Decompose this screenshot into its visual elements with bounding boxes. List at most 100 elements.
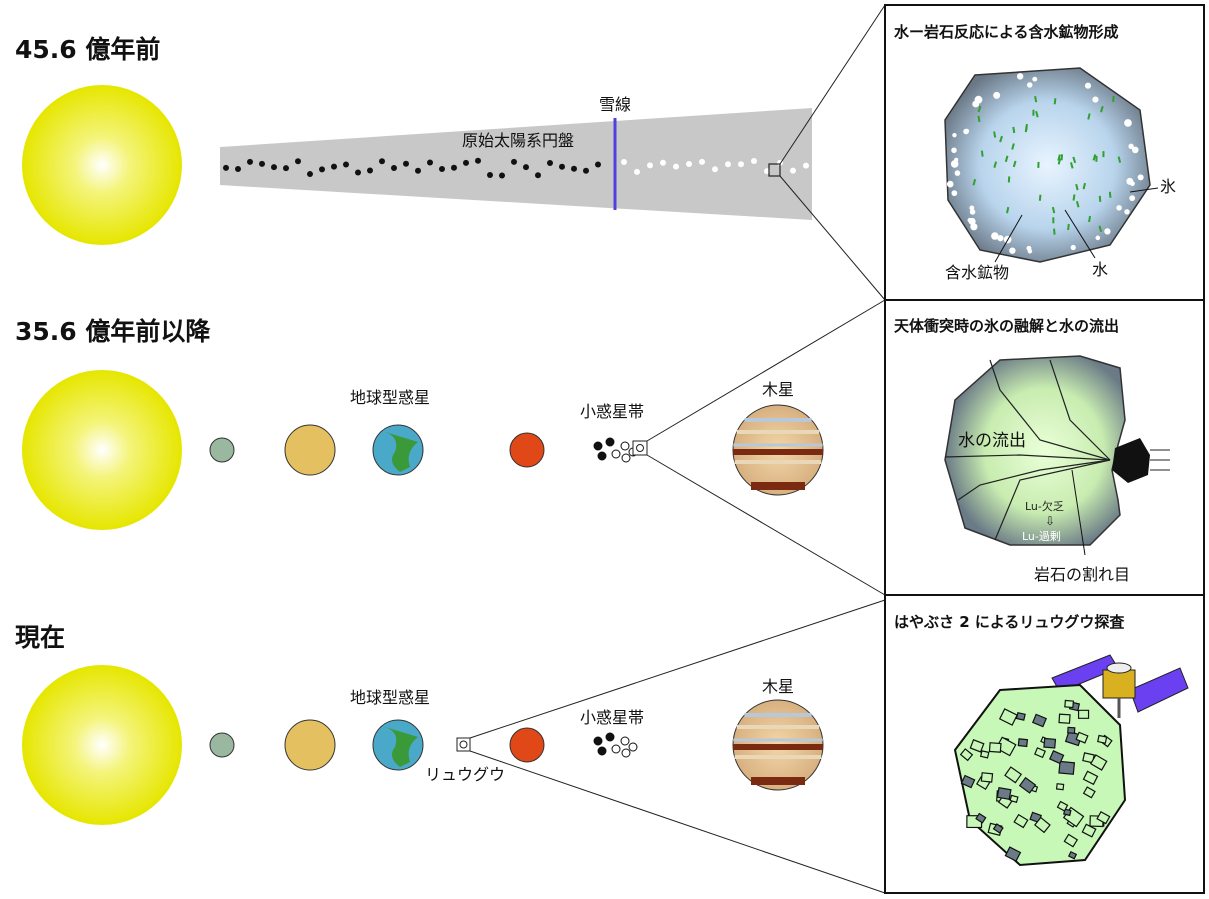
rock-particle: [307, 171, 313, 178]
rock-particle: [331, 163, 337, 170]
rock-particle: [559, 163, 565, 170]
era-label-3: 現在: [15, 623, 65, 652]
zoom-line: [646, 454, 886, 596]
venus: [284, 424, 336, 476]
rock-particle: [235, 165, 241, 172]
disk-label: 原始太陽系円盤: [462, 131, 574, 150]
rock-particle: [295, 158, 301, 165]
panel-impact-melting-outflow: 天体衝突時の氷の融解と水の流出 水の流出 Lu-欠乏 ⇩ Lu-過剰 岩石の割れ…: [884, 299, 1205, 596]
jupiter-label: 木星: [762, 380, 794, 399]
rock-particle: [439, 165, 445, 172]
ice-particle: [803, 162, 809, 169]
rock-particle: [499, 172, 505, 179]
lu-depleted-label: Lu-欠乏: [1025, 499, 1064, 513]
terrestrial-label: 地球型惑星: [350, 388, 430, 407]
rock-particle: [583, 167, 589, 174]
hayabusa2-spacecraft-icon: [1051, 654, 1189, 718]
ryugu-label: リュウグウ: [425, 765, 505, 784]
ice-particle: [660, 159, 666, 166]
asteroid: [620, 441, 630, 451]
sun: [22, 370, 182, 530]
asteroid: [621, 748, 631, 758]
rock-particle: [463, 159, 469, 166]
zoom-line: [779, 175, 886, 301]
rock-particle: [535, 172, 541, 179]
rock-particle: [595, 161, 601, 168]
rock-particle: [223, 164, 229, 171]
asteroid: [621, 453, 631, 463]
ice-particle: [673, 163, 679, 170]
zoom-line: [646, 299, 886, 442]
asteroid: [628, 742, 638, 752]
rock-particle: [367, 167, 373, 174]
impacted-body: [944, 355, 1126, 546]
rock-particle: [343, 161, 349, 168]
rock-cracks: [944, 359, 1111, 541]
hydrated-mineral-label: 含水鉱物: [945, 263, 1009, 282]
rock-particle: [391, 164, 397, 171]
lu-enriched-label: Lu-過剰: [1022, 530, 1061, 543]
planets-row: [209, 699, 824, 791]
ryugu-asteroid: [953, 683, 1127, 867]
rock-particles: [223, 157, 601, 179]
rock-particle: [403, 160, 409, 167]
hydrated-minerals: [972, 95, 1122, 235]
rock-crack-label: 岩石の割れ目: [1034, 565, 1130, 584]
panel-title: 天体衝突時の氷の融解と水の流出: [894, 317, 1119, 335]
zoom-box: [768, 163, 781, 177]
panel-hydrated-mineral-formation: 水ー岩石反応による含水鉱物形成 氷 含水鉱物 水: [884, 4, 1205, 301]
rock-particle: [511, 158, 517, 165]
panel-hayabusa2-ryugu: はやぶさ 2 によるリュウグウ探査: [884, 594, 1205, 894]
ice-particle: [621, 159, 627, 166]
terrestrial-label: 地球型惑星: [350, 688, 430, 707]
sun: [22, 665, 182, 825]
asteroid: [620, 736, 630, 746]
mars: [509, 727, 545, 763]
venus: [284, 719, 336, 771]
mercury: [209, 732, 235, 758]
ice-particle: [647, 162, 653, 169]
ice-particle: [699, 158, 705, 165]
asteroid-belt-label: 小惑星帯: [580, 402, 644, 421]
ryugu-box: [456, 737, 471, 752]
panel-title: はやぶさ 2 によるリュウグウ探査: [894, 613, 1125, 631]
zoom-box: [632, 440, 648, 456]
rock-particle: [427, 159, 433, 166]
ice-particle: [725, 161, 731, 168]
ice-particle: [712, 166, 718, 173]
asteroid: [593, 736, 603, 746]
ice-particle: [751, 157, 757, 164]
water-label: 水: [1092, 260, 1108, 279]
ice-particle: [634, 168, 640, 175]
ice-particle: [790, 167, 796, 174]
zoom-line: [779, 4, 886, 165]
ice-particle: [686, 160, 692, 167]
snow-line-label: 雪線: [599, 95, 631, 114]
zoom-line: [469, 750, 886, 894]
rock-particle: [523, 164, 529, 171]
rock-particle: [271, 164, 277, 171]
era-label-1: 45.6 億年前: [15, 35, 160, 64]
mars: [509, 432, 545, 468]
water-outflow-label: 水の流出: [958, 431, 1026, 451]
rock-particle: [487, 172, 493, 179]
ice-particle: [738, 161, 744, 168]
era-label-2: 35.6 億年前以降: [15, 317, 211, 346]
asteroid: [597, 746, 607, 756]
ice-grains: [946, 73, 1144, 254]
sun: [22, 85, 182, 245]
rock-particle: [259, 160, 265, 167]
mercury: [209, 437, 235, 463]
asteroid: [611, 449, 621, 459]
asteroid: [593, 441, 603, 451]
asteroid: [611, 744, 621, 754]
rock-particle: [547, 160, 553, 167]
rock-particle: [355, 169, 361, 176]
ice-label: 氷: [1160, 177, 1176, 196]
asteroid: [605, 732, 615, 742]
impactor: [1112, 438, 1150, 483]
ryugu-boulders: [959, 699, 1113, 862]
zoom-line: [469, 599, 886, 739]
planets-row: [209, 404, 824, 496]
